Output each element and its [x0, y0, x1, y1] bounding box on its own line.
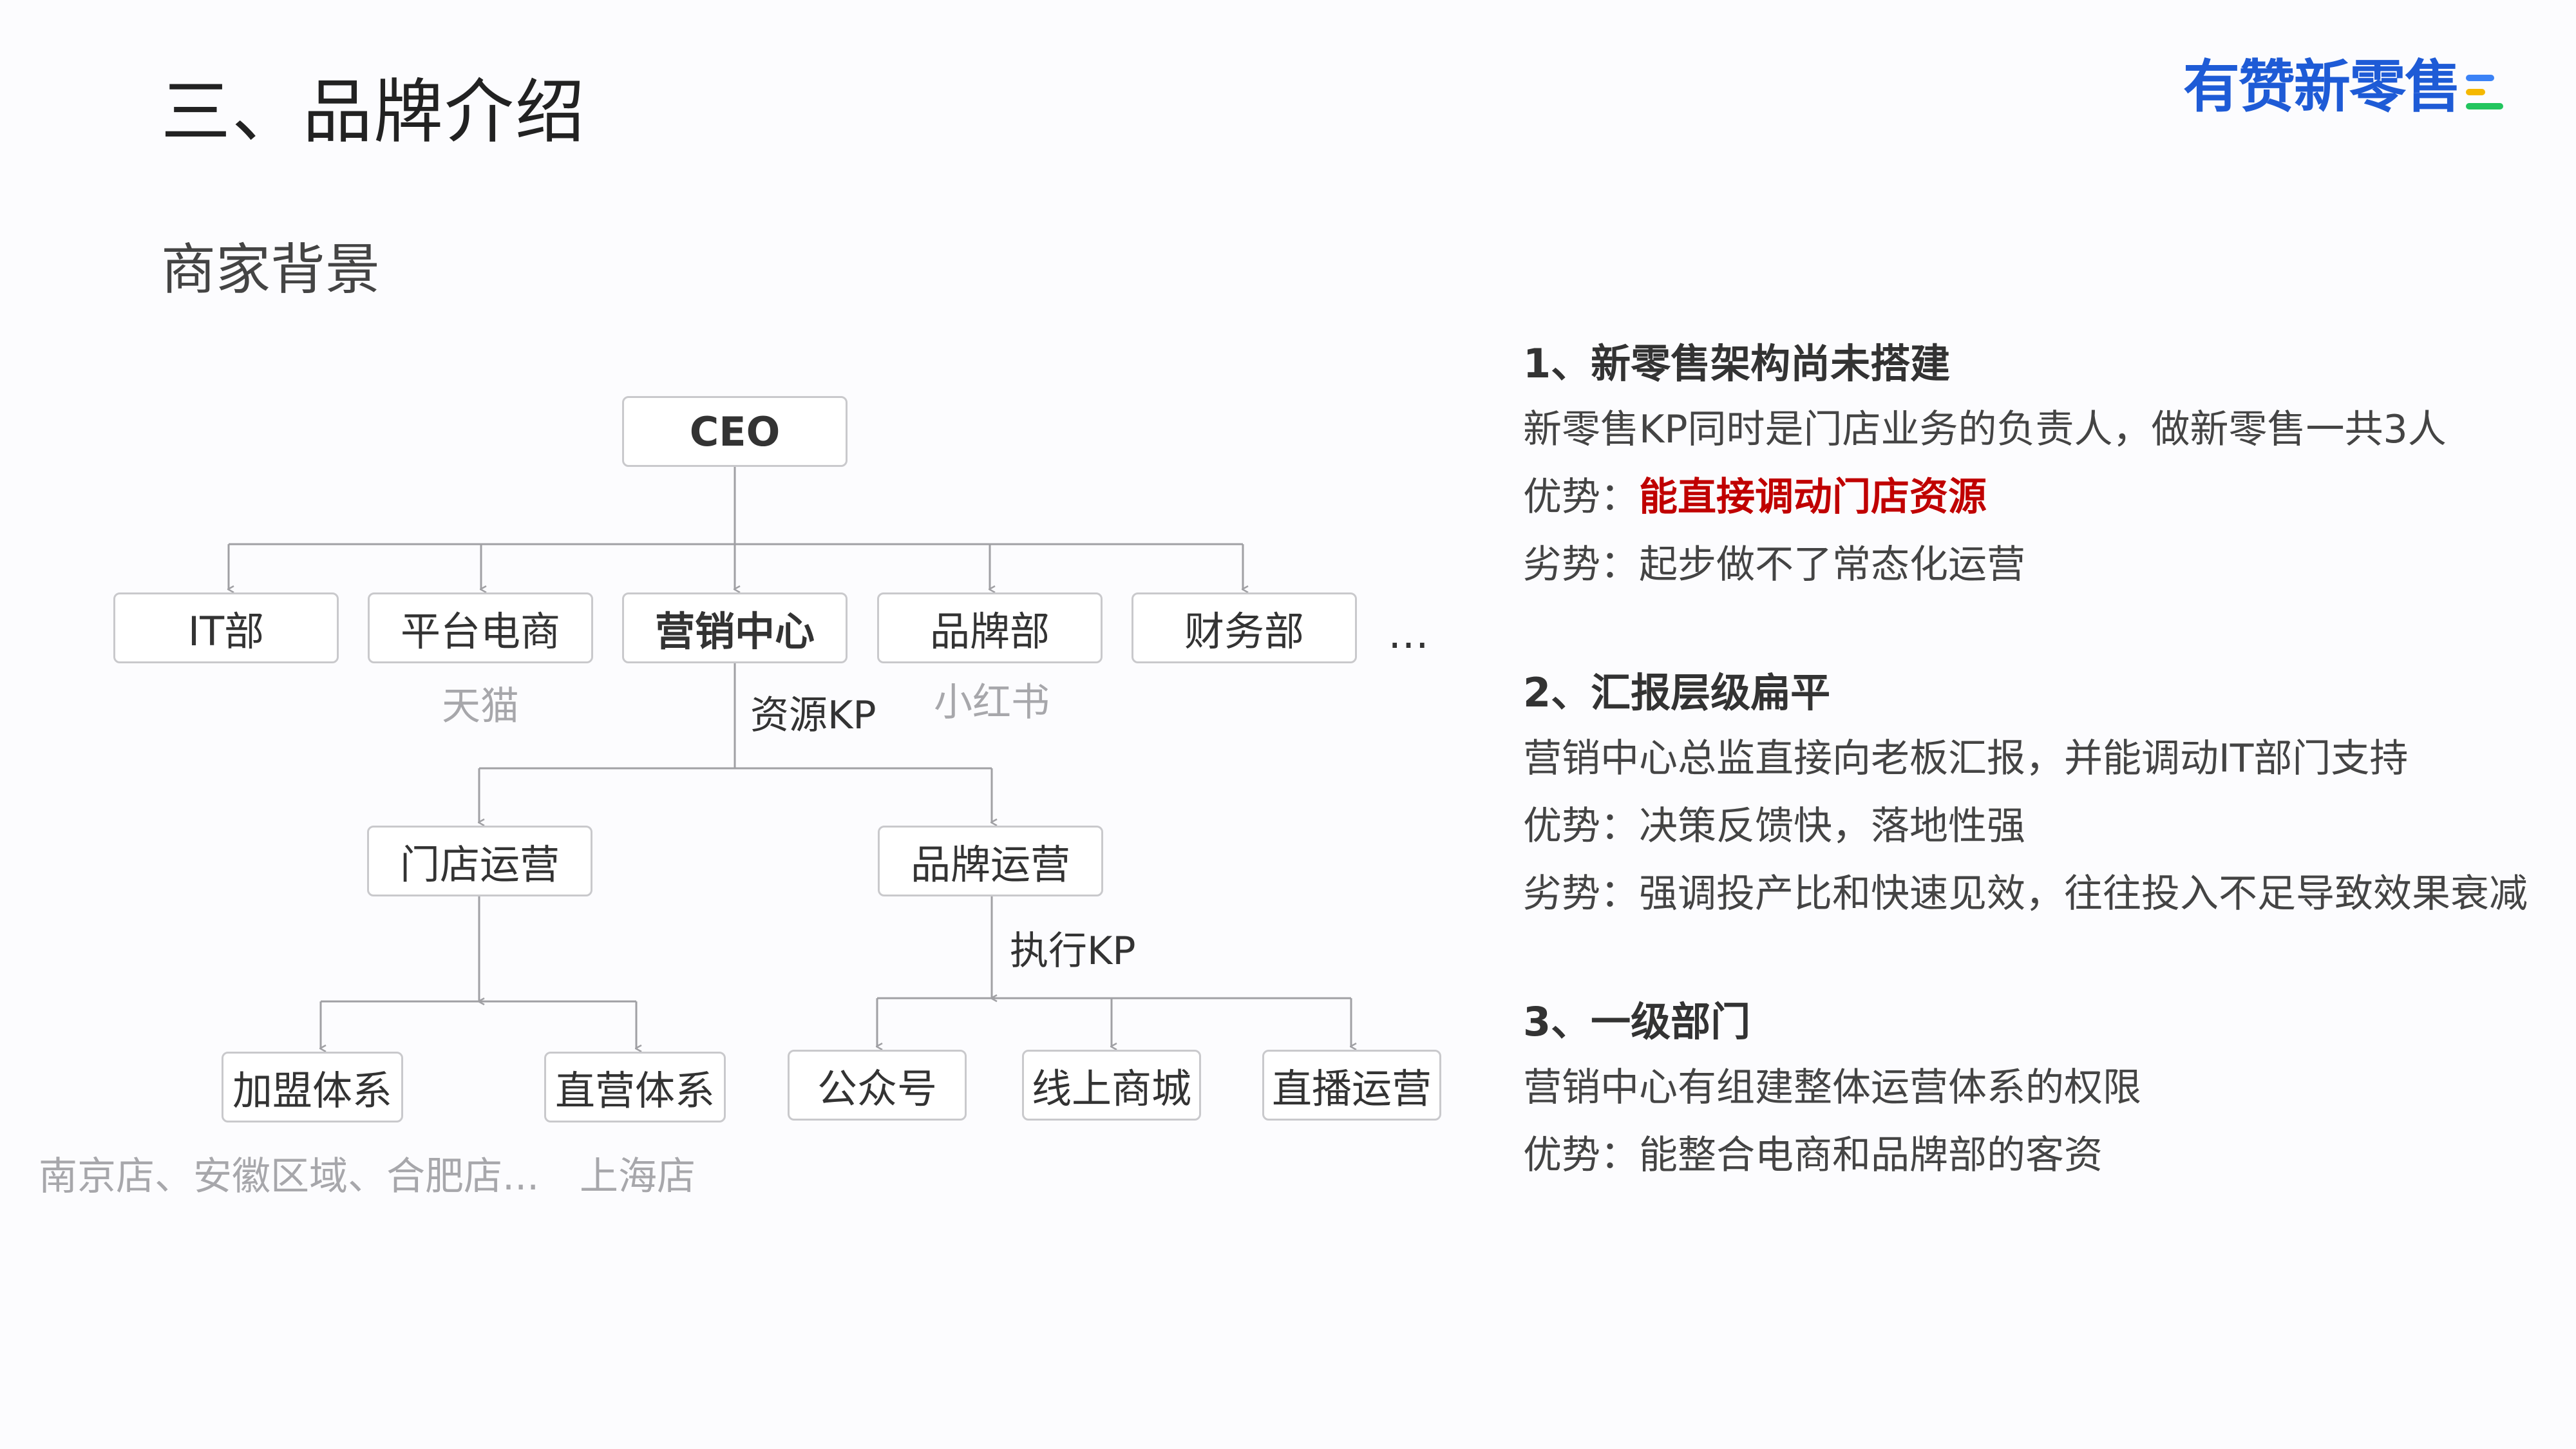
org-node-store-operations: 门店运营 [367, 826, 592, 896]
point-advantage: 优势：决策反馈快，落地性强 [1523, 804, 2025, 849]
label-execution-kp: 执行KP [1010, 929, 1136, 974]
org-node-brand-dept: 品牌部 [877, 592, 1103, 663]
org-node-ceo: CEO [622, 396, 848, 467]
point-disadvantage: 劣势：起步做不了常态化运营 [1523, 542, 2025, 587]
org-node-direct: 直营体系 [544, 1052, 726, 1122]
point-3: 3、一级部门 营销中心有组建整体运营体系的权限 优势：能整合电商和品牌部的客资 [1523, 990, 2553, 1189]
logo-text: 有赞新零售 [2183, 53, 2461, 120]
point-desc: 营销中心总监直接向老板汇报，并能调动IT部门支持 [1523, 736, 2409, 781]
point-title: 2、汇报层级扁平 [1523, 669, 1831, 716]
point-title: 3、一级部门 [1523, 998, 1751, 1045]
org-node-franchise: 加盟体系 [222, 1052, 403, 1122]
org-node-it: IT部 [113, 592, 339, 663]
advantage-label: 优势： [1523, 475, 1639, 520]
org-node-marketing-center: 营销中心 [622, 592, 848, 663]
point-1: 1、新零售架构尚未搭建 新零售KP同时是门店业务的负责人，做新零售一共3人 优势… [1523, 332, 2553, 599]
point-advantage: 优势：能整合电商和品牌部的客资 [1523, 1133, 2103, 1178]
advantage-highlight: 能直接调动门店资源 [1639, 475, 1987, 520]
org-chart-connectors [0, 467, 1481, 1288]
more-ellipsis: … [1388, 611, 1429, 658]
point-title: 1、新零售架构尚未搭建 [1523, 340, 1951, 387]
org-node-official-account: 公众号 [788, 1050, 967, 1121]
point-desc: 营销中心有组建整体运营体系的权限 [1523, 1065, 2141, 1110]
label-resource-kp: 资源KP [750, 693, 876, 738]
point-desc: 新零售KP同时是门店业务的负责人，做新零售一共3人 [1523, 407, 2447, 452]
org-chart: CEO IT部 平台电商 营销中心 品牌部 财务部 … 天猫 小红书 资源KP … [0, 396, 1481, 1288]
section-subtitle: 商家背景 [161, 238, 381, 302]
analysis-panel: 1、新零售架构尚未搭建 新零售KP同时是门店业务的负责人，做新零售一共3人 优势… [1523, 332, 2553, 1251]
note-tmall: 天猫 [442, 684, 519, 729]
brand-logo: 有赞新零售 [2183, 52, 2508, 122]
org-node-brand-operations: 品牌运营 [878, 826, 1103, 896]
org-node-online-mall: 线上商城 [1022, 1050, 1201, 1121]
point-advantage: 优势：能直接调动门店资源 [1523, 464, 2553, 531]
org-node-live-streaming: 直播运营 [1262, 1050, 1441, 1121]
note-franchise-stores: 南京店、安徽区域、合肥店... [39, 1154, 540, 1199]
point-disadvantage: 劣势：强调投产比和快速见效，往往投入不足导致效果衰减 [1523, 871, 2528, 916]
note-direct-store: 上海店 [580, 1154, 696, 1199]
page-title: 三、品牌介绍 [161, 72, 587, 153]
note-xiaohongshu: 小红书 [934, 680, 1050, 725]
org-node-finance: 财务部 [1132, 592, 1357, 663]
point-2: 2、汇报层级扁平 营销中心总监直接向老板汇报，并能调动IT部门支持 优势：决策反… [1523, 661, 2553, 928]
logo-mark-icon [2466, 52, 2508, 122]
org-node-ecommerce: 平台电商 [368, 592, 593, 663]
